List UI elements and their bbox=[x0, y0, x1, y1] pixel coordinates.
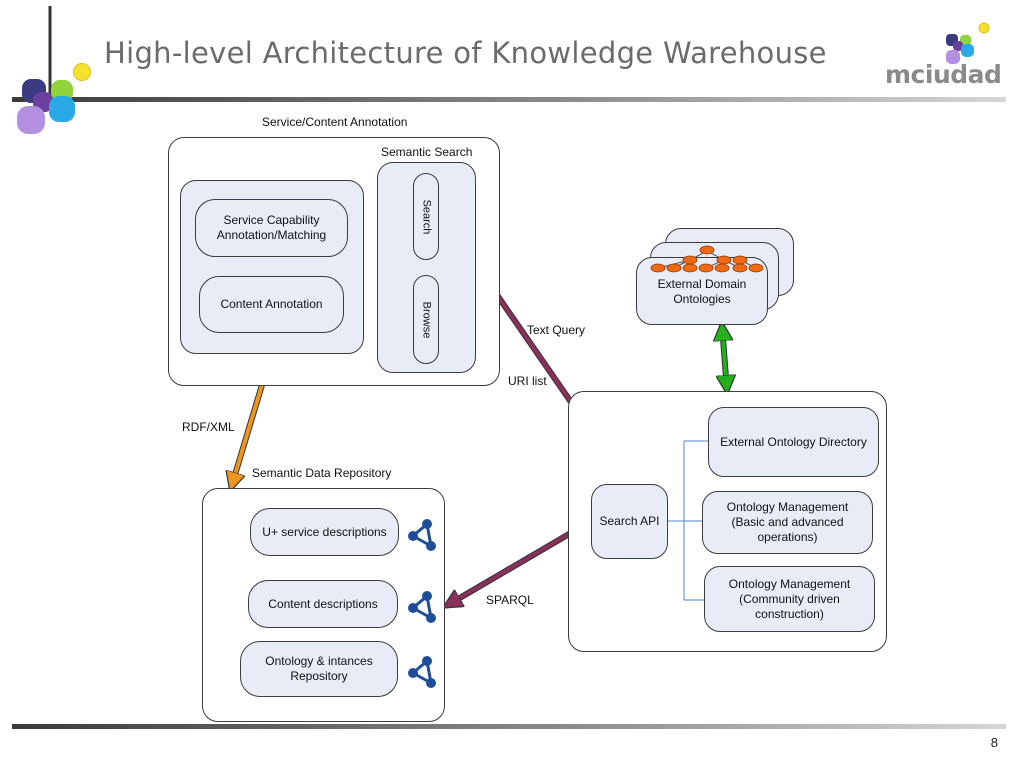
service-capability-box[interactable]: Service Capability Annotation/Matching bbox=[195, 199, 348, 257]
slide-title: High-level Architecture of Knowledge War… bbox=[104, 36, 827, 70]
footer-divider bbox=[12, 724, 1006, 729]
annotation-group-title: Service/Content Annotation bbox=[262, 115, 408, 129]
semantic-search-title: Semantic Search bbox=[381, 145, 473, 159]
logo-bubbles-icon bbox=[17, 63, 91, 134]
mciudad-logo-icon bbox=[946, 22, 990, 64]
ontology-management-basic-box[interactable]: Ontology Management (Basic and advanced … bbox=[702, 491, 873, 554]
repository-title: Semantic Data Repository bbox=[252, 466, 392, 480]
text-query-label: Text Query bbox=[527, 323, 586, 337]
sparql-label: SPARQL bbox=[486, 593, 534, 607]
browse-button[interactable]: Browse bbox=[413, 275, 439, 364]
browse-label: Browse bbox=[420, 301, 432, 338]
rdf-xml-label: RDF/XML bbox=[182, 420, 235, 434]
graph-icon bbox=[408, 656, 436, 688]
ontology-arrow bbox=[722, 325, 727, 391]
search-button[interactable]: Search bbox=[413, 173, 439, 260]
search-api-box[interactable]: Search API bbox=[591, 484, 668, 559]
search-label: Search bbox=[420, 199, 433, 234]
logo-text: mciudad bbox=[885, 60, 1002, 89]
graph-icon bbox=[408, 591, 436, 623]
external-ontology-directory-box[interactable]: External Ontology Directory bbox=[708, 407, 879, 477]
page-number: 8 bbox=[990, 735, 998, 750]
graph-icon bbox=[408, 519, 436, 551]
repository-item[interactable]: Ontology & intances Repository bbox=[240, 641, 398, 697]
uri-list-label: URI list bbox=[508, 374, 547, 388]
repository-item[interactable]: U+ service descriptions bbox=[250, 508, 399, 556]
ontology-management-community-box[interactable]: Ontology Management (Community driven co… bbox=[704, 566, 875, 632]
content-annotation-box[interactable]: Content Annotation bbox=[199, 276, 344, 333]
header-divider bbox=[12, 97, 1006, 102]
external-ontologies-label: External Domain Ontologies bbox=[657, 277, 747, 306]
repository-item[interactable]: Content descriptions bbox=[248, 580, 398, 628]
